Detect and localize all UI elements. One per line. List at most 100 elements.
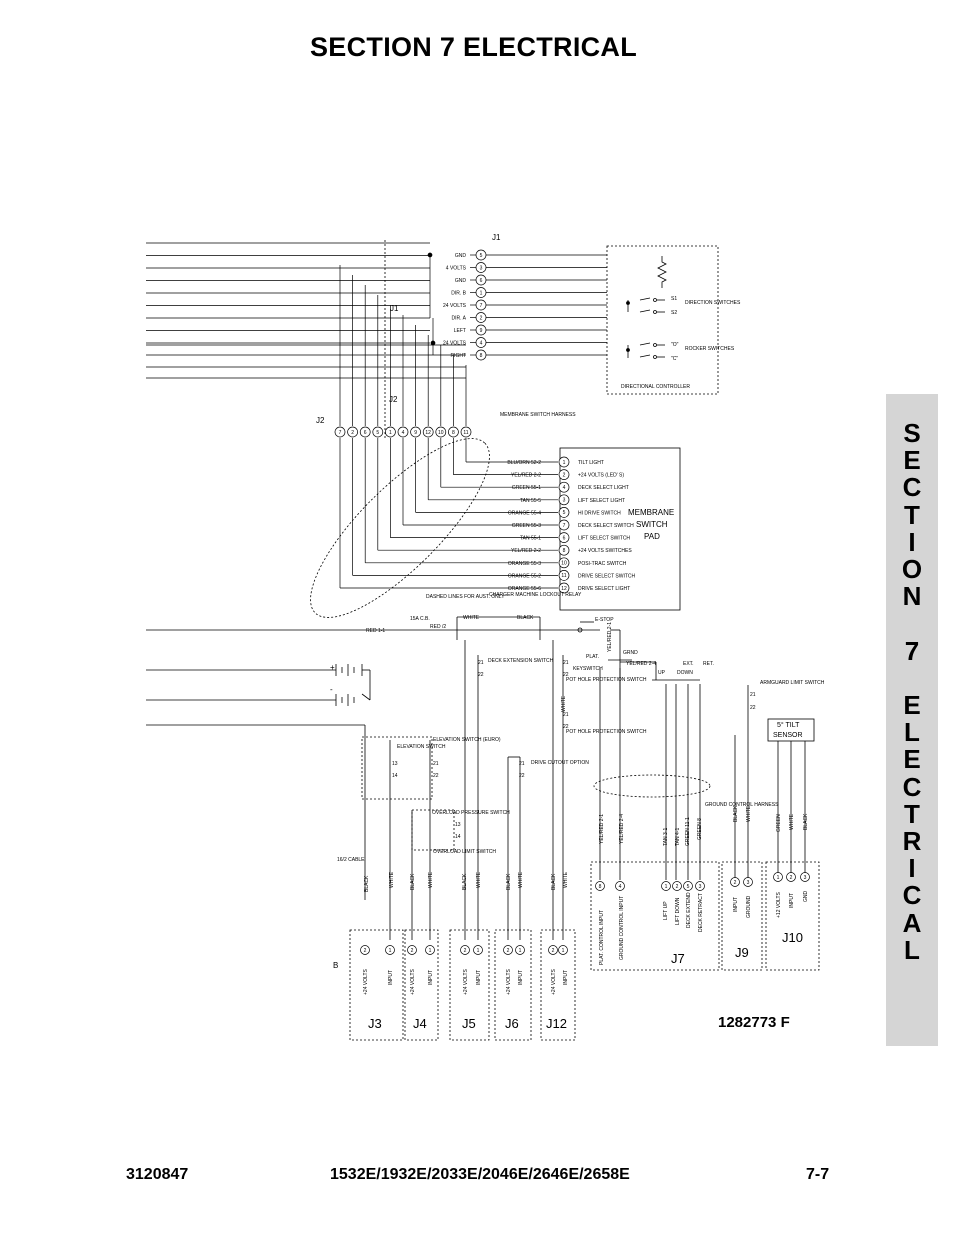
j10-label: J10 — [782, 930, 803, 945]
overload-limit-label: OVERLOAD LIMIT SWITCH — [433, 849, 496, 855]
switch-terminal: 21 — [563, 660, 569, 666]
pin-circle — [683, 881, 693, 891]
membrane-function: +24 VOLTS (LED' S) — [578, 473, 624, 479]
battery-minus: - — [330, 685, 333, 694]
s2-label: S2 — [671, 310, 677, 316]
switch-terminal: 13 — [455, 822, 461, 828]
pin-circle — [558, 544, 570, 556]
pothole-1-label: POT HOLE PROTECTION SWITCH — [566, 677, 647, 683]
j2-ref-label: J2 — [389, 395, 398, 404]
j4-label: J4 — [413, 1016, 427, 1031]
pin-circle — [558, 519, 570, 531]
pin-number: 1 — [562, 948, 565, 954]
ground-harness-outline — [593, 774, 711, 798]
pin-number: 4 — [480, 340, 483, 346]
cable-label: 16/2 CABLE — [337, 857, 365, 863]
overload-pressure-label: OVERLOAD PRESSURE SWITCH — [432, 810, 510, 816]
connector-pin-label: INPUT — [789, 893, 795, 908]
pin-number: 1 — [477, 948, 480, 954]
switch-terminal: 22 — [563, 672, 569, 678]
charger-relay-label: CHARGER MACHINE LOCKOUT RELAY — [489, 592, 582, 598]
pin-number: 4 — [619, 884, 622, 890]
pin-number: 2 — [676, 884, 679, 890]
white-label: WHITE — [463, 615, 480, 621]
pin-number: 1 — [389, 948, 392, 954]
side-tab-letter: I — [908, 526, 916, 557]
pin-circle — [548, 945, 558, 955]
switch-terminal: 22 — [563, 724, 569, 730]
wire-label: GREEN 11-1 — [685, 817, 691, 846]
pin-circle — [334, 426, 346, 438]
wire-label: WHITE — [563, 871, 569, 888]
side-tab-letter: A — [902, 907, 922, 938]
connector-j4 — [404, 929, 439, 1041]
pin-circle — [558, 532, 570, 543]
pin-number: 5 — [376, 430, 379, 436]
membrane-wire-label: YEL/RED 2-2 — [511, 473, 541, 479]
connector-pin-label: GROUND — [746, 895, 752, 918]
pin-circle — [615, 881, 625, 891]
j12-label: J12 — [546, 1016, 567, 1031]
pin-number: 2 — [364, 948, 367, 954]
pin-circle — [672, 881, 682, 891]
up-label: UP — [658, 670, 666, 676]
wire-label: TAN 3-1 — [663, 828, 669, 846]
membrane-wire-label: TAN 55-1 — [520, 536, 541, 542]
wire-label: GREEN — [776, 814, 782, 832]
wire-label: YEL/RED 2-4 — [619, 814, 625, 844]
membrane-function: LIFT SELECT SWITCH — [578, 536, 630, 542]
c-label: "C" — [671, 356, 678, 362]
side-tab-letter: T — [904, 499, 920, 530]
pin-number: 1 — [777, 875, 780, 881]
connector-j3 — [349, 929, 404, 1041]
footer-models: 1532E/1932E/2033E/2046E/2646E/2658E — [330, 1166, 630, 1183]
pin-number: 1 — [563, 460, 566, 466]
pin-circle — [558, 456, 570, 468]
connector-pin-label: INPUT — [733, 897, 739, 912]
j7-label: J7 — [671, 951, 685, 966]
pin-circle — [558, 582, 570, 594]
red11-label: RED 1-1 — [366, 628, 385, 634]
pin-number: 1 — [665, 884, 668, 890]
pin-number: 6 — [480, 278, 483, 284]
pin-circle — [773, 872, 783, 882]
pin-circle — [661, 881, 671, 891]
pin-number: 2 — [507, 948, 510, 954]
pin-circle — [595, 881, 605, 891]
pin-circle — [730, 877, 740, 887]
j2-label: J2 — [316, 416, 325, 425]
side-tab-letter: I — [908, 853, 916, 884]
pin-circle — [800, 872, 810, 882]
switch-terminal: 22 — [478, 672, 484, 678]
pin-circle — [385, 426, 396, 438]
switch-terminal: 13 — [392, 761, 398, 767]
side-tab-letter: S — [903, 418, 921, 448]
j1-label: J1 — [492, 233, 501, 242]
membrane-function: DRIVE SELECT SWITCH — [578, 573, 636, 579]
pin-number: 4 — [563, 485, 566, 491]
yelred24-label: YEL/RED 2-4 — [626, 661, 656, 667]
membrane-wire-label: ORANGE 55-2 — [508, 573, 541, 579]
connector-pin-label: LIFT UP — [663, 901, 669, 920]
pin-number: 12 — [425, 430, 431, 436]
pin-circle — [558, 494, 570, 506]
j1-pin-name: RIGHT — [450, 353, 466, 359]
pin-circle — [743, 877, 753, 887]
side-tab-letter: L — [904, 934, 920, 965]
pin-circle — [435, 426, 447, 438]
pin-number: 5 — [480, 253, 483, 259]
connector-pin-label: INPUT — [518, 970, 524, 985]
drawing-number: 1282773 F — [718, 1014, 790, 1031]
pin-number: 3 — [480, 265, 483, 271]
connector-j5 — [449, 929, 490, 1041]
side-tab-letter: C — [902, 771, 922, 802]
pin-circle — [460, 945, 470, 955]
wire-label: BLACK — [733, 805, 739, 822]
j5-label: J5 — [462, 1016, 476, 1031]
grnd-label: GRND — [623, 650, 638, 656]
j1-pin-name: 4 VOLTS — [446, 266, 467, 272]
tilt-sensor-label-2: SENSOR — [773, 732, 803, 739]
membrane-wire-label: ORANGE 55-4 — [508, 510, 541, 516]
side-tab-letter: T — [904, 798, 920, 829]
